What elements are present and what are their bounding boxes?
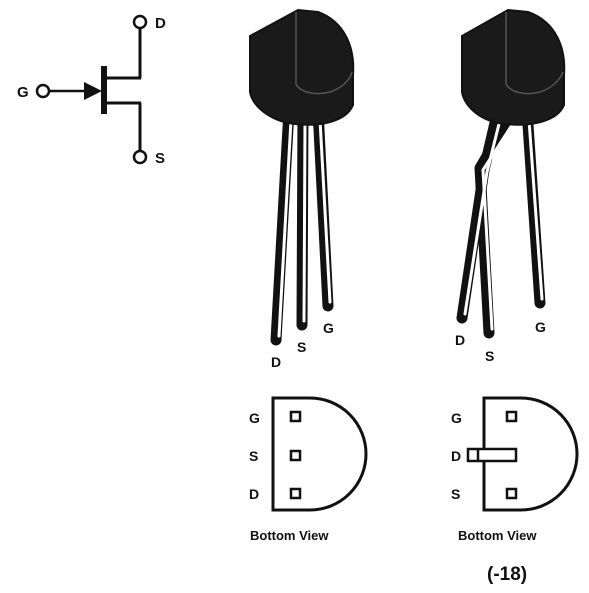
jfet-symbol <box>35 14 148 165</box>
lead-left-d <box>270 104 295 346</box>
right-lead-label-s: S <box>485 348 494 364</box>
bottom-right-pin-g: G <box>451 410 462 426</box>
pin-right-g-square <box>505 410 518 423</box>
bottom-right-pin-s: S <box>451 486 460 502</box>
bottom-view-left-outline <box>271 396 368 512</box>
lead-right-d-highlight <box>463 118 502 316</box>
bottom-view-left <box>271 396 368 512</box>
left-lead-label-d: D <box>271 354 281 370</box>
variant-label: (-18) <box>487 564 527 585</box>
bottom-view-right <box>466 396 579 512</box>
pin-left-g-square <box>289 410 302 423</box>
package-right <box>456 8 566 339</box>
lead-left-g <box>312 104 334 312</box>
gate-arrow-icon <box>84 82 102 100</box>
pin-right-d-tab <box>466 447 518 463</box>
pin-right-s-square <box>505 487 518 500</box>
bottom-left-pin-d: D <box>249 486 259 502</box>
pin-left-d-square <box>289 487 302 500</box>
lead-right-s-highlight <box>481 120 516 331</box>
bottom-left-caption: Bottom View <box>250 528 329 543</box>
bottom-left-pin-s: S <box>249 448 258 464</box>
bottom-left-pin-g: G <box>249 410 260 426</box>
pin-left-s-square <box>289 449 302 462</box>
lead-left-g-highlight <box>318 118 332 304</box>
package-right-body <box>461 8 566 126</box>
drain-terminal <box>132 14 148 30</box>
package-right-lead-highlights <box>463 118 544 331</box>
lead-left-d-highlight <box>277 118 293 338</box>
package-left-lead-highlights <box>277 118 332 338</box>
bottom-view-right-outline <box>482 396 579 512</box>
lead-left-s-highlight <box>302 120 307 323</box>
package-left <box>249 8 355 346</box>
lead-right-g-highlight <box>527 118 544 301</box>
left-lead-label-g: G <box>323 320 334 336</box>
lead-left-s <box>296 106 309 331</box>
bottom-right-pin-d: D <box>451 448 461 464</box>
symbol-gate-label: G <box>17 84 29 101</box>
gate-terminal <box>35 83 51 99</box>
symbol-source-label: S <box>155 150 165 167</box>
right-lead-label-d: D <box>455 332 465 348</box>
right-lead-label-g: G <box>535 319 546 335</box>
left-lead-label-s: S <box>297 339 306 355</box>
package-right-flat-face-edge <box>505 12 564 95</box>
bottom-right-caption: Bottom View <box>458 528 537 543</box>
package-left-leads <box>270 104 334 346</box>
source-terminal <box>132 149 148 165</box>
symbol-drain-label: D <box>155 15 166 32</box>
lead-right-s <box>474 106 519 339</box>
package-left-body <box>249 8 355 126</box>
package-left-flat-face-edge <box>295 12 353 95</box>
